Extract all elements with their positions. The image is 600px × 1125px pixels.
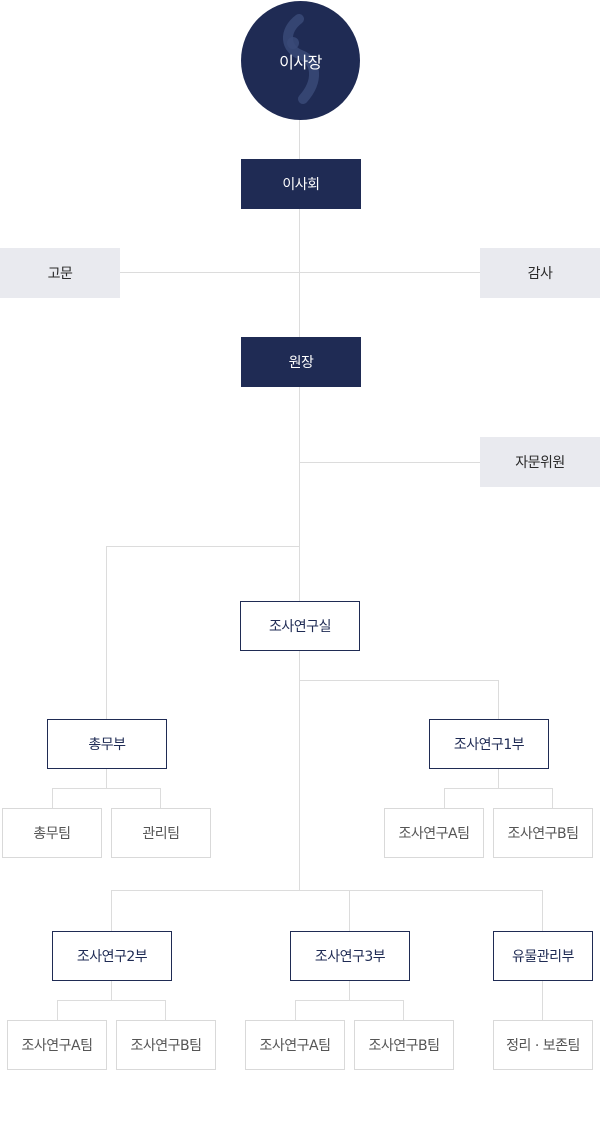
research2-team2-drop — [165, 1000, 166, 1020]
board-node: 이사회 — [241, 159, 361, 209]
director-node: 원장 — [241, 337, 361, 387]
general-affairs-team1-drop — [52, 788, 53, 808]
bottom-departments-bar — [111, 890, 543, 891]
advisor-auditor-line — [120, 272, 480, 273]
research2-teams-bar — [57, 1000, 166, 1001]
team-research3-a: 조사연구A팀 — [245, 1020, 345, 1070]
research1-dept-node: 조사연구1부 — [429, 719, 549, 769]
research1-team2-drop — [552, 788, 553, 808]
chairman-node: 이사장 — [241, 1, 360, 120]
research3-dept-node: 조사연구3부 — [290, 931, 410, 981]
team-conservation: 정리 · 보존팀 — [493, 1020, 593, 1070]
team-research2-a: 조사연구A팀 — [7, 1020, 107, 1070]
general-affairs-teams-bar — [52, 788, 161, 789]
team-research1-a: 조사연구A팀 — [384, 808, 484, 858]
main-trunk-line — [299, 118, 300, 891]
research2-drop-line — [111, 890, 112, 932]
research3-teams-stem — [349, 980, 350, 1000]
research3-teams-bar — [295, 1000, 404, 1001]
research3-drop-line — [349, 890, 350, 932]
advisor-node: 고문 — [0, 248, 120, 298]
advisory-committee-node: 자문위원 — [480, 437, 600, 487]
team-general-affairs: 총무팀 — [2, 808, 102, 858]
research3-team2-drop — [403, 1000, 404, 1020]
team-management: 관리팀 — [111, 808, 211, 858]
research1-branch-line — [299, 680, 499, 681]
advisory-committee-line — [299, 462, 480, 463]
chairman-label: 이사장 — [279, 52, 322, 72]
relics-dept-node: 유물관리부 — [493, 931, 593, 981]
general-affairs-branch-line — [106, 546, 300, 547]
research-office-node: 조사연구실 — [240, 601, 360, 651]
general-affairs-team2-drop — [160, 788, 161, 808]
relics-team-stem — [542, 980, 543, 1020]
research1-teams-stem — [498, 768, 499, 788]
research3-team1-drop — [295, 1000, 296, 1020]
research1-team1-drop — [444, 788, 445, 808]
general-affairs-dept-node: 총무부 — [47, 719, 167, 769]
team-research2-b: 조사연구B팀 — [116, 1020, 216, 1070]
research2-team1-drop — [57, 1000, 58, 1020]
relics-drop-line — [542, 890, 543, 932]
research2-teams-stem — [111, 980, 112, 1000]
auditor-node: 감사 — [480, 248, 600, 298]
swirl-emblem-icon — [283, 14, 319, 104]
research2-dept-node: 조사연구2부 — [52, 931, 172, 981]
research1-drop-line — [498, 680, 499, 720]
team-research1-b: 조사연구B팀 — [493, 808, 593, 858]
general-affairs-teams-stem — [106, 768, 107, 788]
general-affairs-drop-line — [106, 546, 107, 720]
team-research3-b: 조사연구B팀 — [354, 1020, 454, 1070]
research1-teams-bar — [444, 788, 553, 789]
